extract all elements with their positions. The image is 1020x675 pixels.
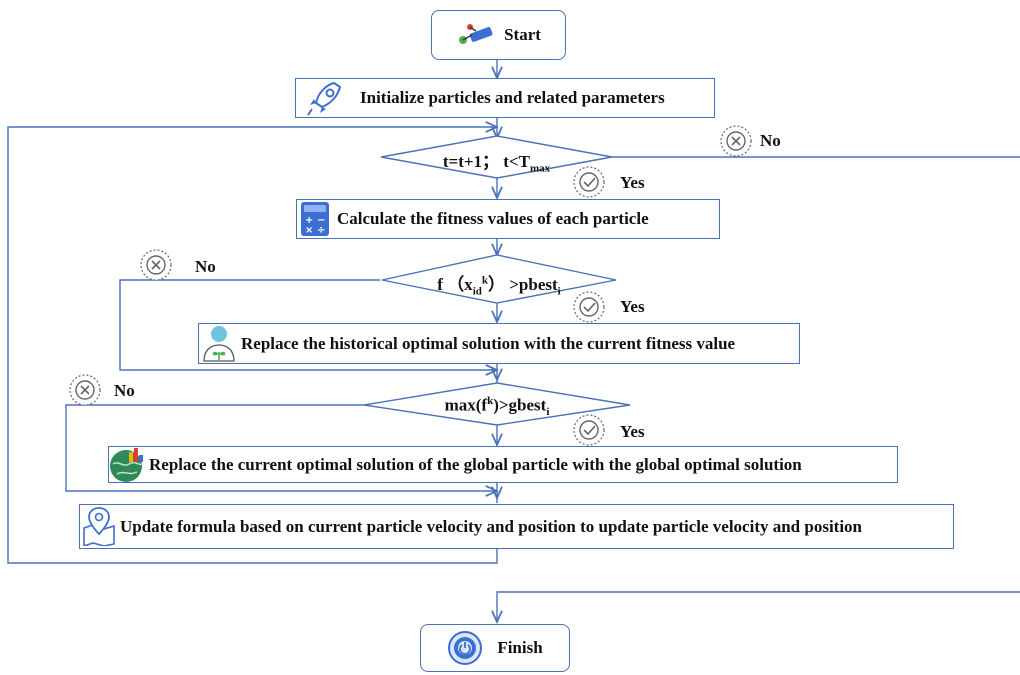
x-circle-icon [720,125,752,157]
loop-check-diamond [380,135,613,179]
svg-text:+: + [305,215,313,226]
person-plant-icon [203,326,235,362]
x-circle-icon [140,249,172,281]
gbest-check-diamond [363,382,631,426]
loop-check-text: t=t+1； t<Tmax [442,152,551,175]
start-node: Start [431,10,566,60]
replace-global-label: Replace the current optimal solution of … [149,454,802,474]
network-nodes-icon [459,24,493,44]
replace-global-node: Replace the current optimal solution of … [108,446,898,483]
map-pin-icon [83,507,115,546]
start-label: Start [504,25,541,44]
update-label: Update formula based on current particle… [120,516,863,536]
loop-no-label: No [760,131,781,150]
calc-label: Calculate the fitness values of each par… [337,209,649,228]
svg-text:÷: ÷ [317,225,325,236]
x-circle-icon [69,374,101,406]
pbest-check-text: f （xidk） >pbesti [437,274,561,298]
finish-label: Finish [497,638,543,657]
gbest-no-label: No [114,381,135,400]
pbest-no-label: No [195,257,216,276]
power-target-icon [448,631,483,665]
pbest-yes-label: Yes [620,297,645,316]
gbest-check-text: max(fk)>gbesti [444,395,550,419]
pbest-no-arrow [119,279,497,370]
check-circle-icon [573,291,605,323]
init-label: Initialize particles and related paramet… [360,88,665,107]
finish-entry-arrow [497,591,1020,622]
update-node: Update formula based on current particle… [79,504,954,549]
loop-yes-label: Yes [620,173,645,192]
svg-text:×: × [305,225,313,236]
globe-chart-icon [110,448,143,482]
svg-text:−: − [317,215,325,226]
init-node: Initialize particles and related paramet… [295,78,715,118]
finish-node: Finish [420,624,570,672]
calc-node: + − × ÷ Calculate the fitness values of … [296,199,720,239]
pbest-check-diamond [381,254,617,304]
replace-hist-node: Replace the historical optimal solution … [198,323,800,364]
calculator-icon: + − × ÷ [301,202,329,236]
loop-back-arrow [7,127,497,564]
replace-hist-label: Replace the historical optimal solution … [241,333,736,353]
check-circle-icon [573,166,605,198]
gbest-yes-label: Yes [620,422,645,441]
rocket-icon [307,81,342,116]
check-circle-icon [573,414,605,446]
gbest-no-arrow [65,404,497,491]
